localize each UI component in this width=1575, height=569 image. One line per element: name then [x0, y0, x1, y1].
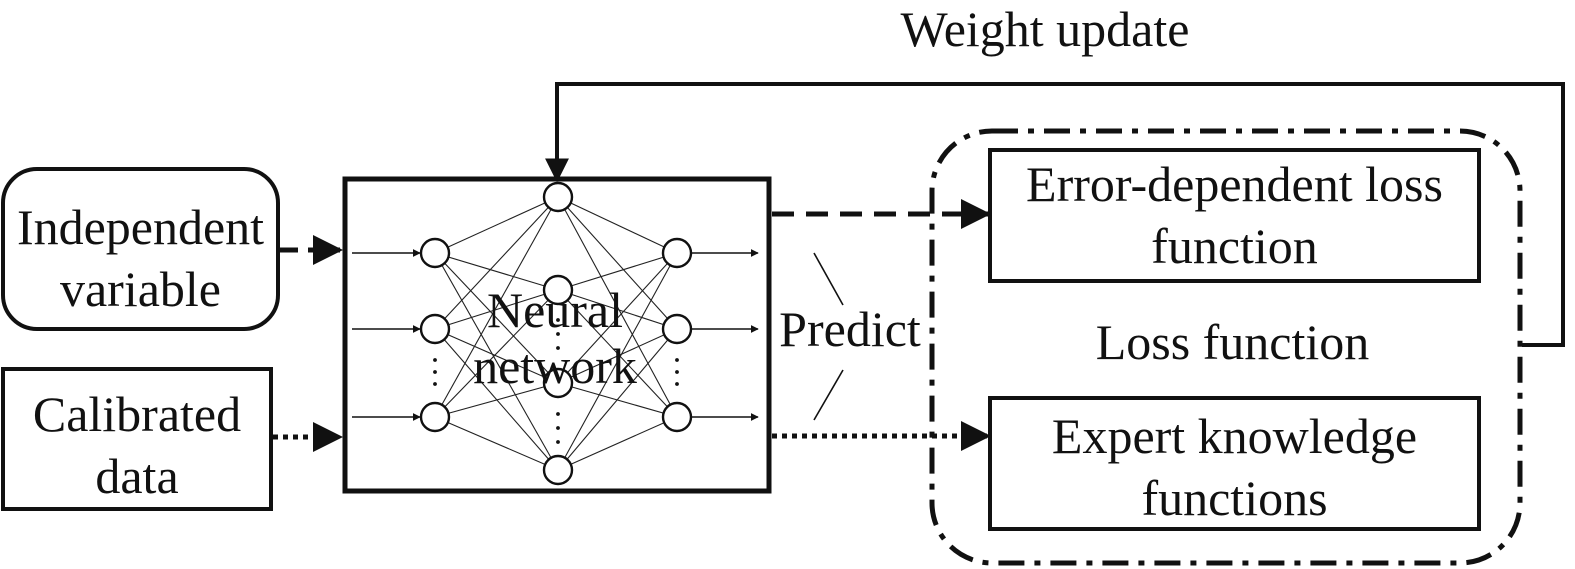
error-dependent-loss-line-2: function [1151, 218, 1318, 274]
weight-update-label: Weight update [900, 1, 1190, 57]
ellipsis-dot-1-0 [675, 358, 679, 362]
calibrated-data-box [1, 367, 273, 511]
calibrated-data-label: Calibrated data [3, 383, 271, 507]
network-connections [352, 196, 759, 471]
ellipsis-dot-3-0 [556, 412, 560, 416]
right-node-0 [661, 237, 693, 269]
edge-out-0-1 [557, 196, 678, 330]
independent-variable-label: Independent variable [3, 196, 278, 320]
left-node-1 [419, 313, 451, 345]
expert-knowledge-line-2: functions [1141, 470, 1328, 526]
edge-in-2-2 [434, 382, 559, 418]
edge-out-3-1 [557, 328, 678, 471]
independent-variable-box [1, 167, 280, 331]
right-node-2 [661, 401, 693, 433]
right-node-1 [661, 313, 693, 345]
neural-network-line-1: Neural [486, 282, 624, 338]
left-node-2 [419, 401, 451, 433]
edge-out-1-0 [557, 252, 678, 291]
edge-out-1-1 [557, 289, 678, 330]
neural-network-line-2: network [473, 338, 637, 394]
edge-in-0-3 [434, 252, 559, 471]
ellipsis-dot-2-0 [556, 318, 560, 322]
edge-in-1-2 [434, 328, 559, 384]
hidden-node-1 [542, 274, 574, 306]
ellipsis-dot-0-0 [433, 358, 437, 362]
ellipsis-dot-3-1 [556, 426, 560, 430]
edge-out-3-2 [557, 416, 678, 471]
calibrated-data-line-2: data [95, 448, 179, 504]
predict-label: Predict [779, 301, 921, 357]
ellipsis-dot-0-1 [433, 370, 437, 374]
expert-knowledge-label: Expert knowledge functions [990, 405, 1479, 529]
independent-variable-line-2: variable [59, 261, 221, 317]
ellipsis-dot-0-2 [433, 382, 437, 386]
edge-out-1-2 [557, 289, 678, 418]
neural-network-label: Neural network [405, 282, 705, 394]
left-node-0 [419, 237, 451, 269]
edge-out-0-0 [557, 196, 678, 254]
edge-in-1-1 [434, 289, 559, 330]
ellipsis-dot-1-2 [675, 382, 679, 386]
edge-in-2-0 [434, 196, 559, 418]
edge-in-0-2 [434, 252, 559, 384]
hidden-node-3 [542, 454, 574, 486]
expert-knowledge-box [988, 396, 1481, 531]
hidden-node-0 [542, 181, 574, 213]
ellipsis-dot-2-1 [556, 332, 560, 336]
edge-in-0-0 [434, 196, 559, 254]
loss-function-label: Loss function [1095, 314, 1370, 370]
edge-out-2-0 [557, 252, 678, 384]
edge-in-2-3 [434, 416, 559, 471]
error-dependent-loss-line-1: Error-dependent loss [1026, 156, 1443, 212]
network-nodes [419, 181, 693, 486]
expert-knowledge-line-1: Expert knowledge [1051, 408, 1418, 464]
edge-in-0-1 [434, 252, 559, 291]
calibrated-data-line-1: Calibrated [32, 386, 242, 442]
ellipsis-dot-1-1 [675, 370, 679, 374]
loss-function-group [929, 128, 1523, 566]
predict-callout-upper [813, 252, 844, 306]
edge-in-2-1 [434, 289, 559, 418]
edge-out-0-2 [557, 196, 678, 418]
ellipsis-dot-2-2 [556, 346, 560, 350]
hidden-node-2 [542, 367, 574, 399]
ellipsis-dot-3-2 [556, 440, 560, 444]
edge-out-3-0 [557, 252, 678, 471]
weight-update-arrow [545, 82, 1565, 347]
edge-out-2-1 [557, 328, 678, 384]
error-dependent-loss-box [988, 148, 1481, 283]
error-dependent-loss-label: Error-dependent loss function [990, 153, 1479, 277]
independent-variable-line-1: Independent [16, 199, 265, 255]
edge-in-1-0 [434, 196, 559, 330]
predict-callout-lower [813, 369, 844, 421]
